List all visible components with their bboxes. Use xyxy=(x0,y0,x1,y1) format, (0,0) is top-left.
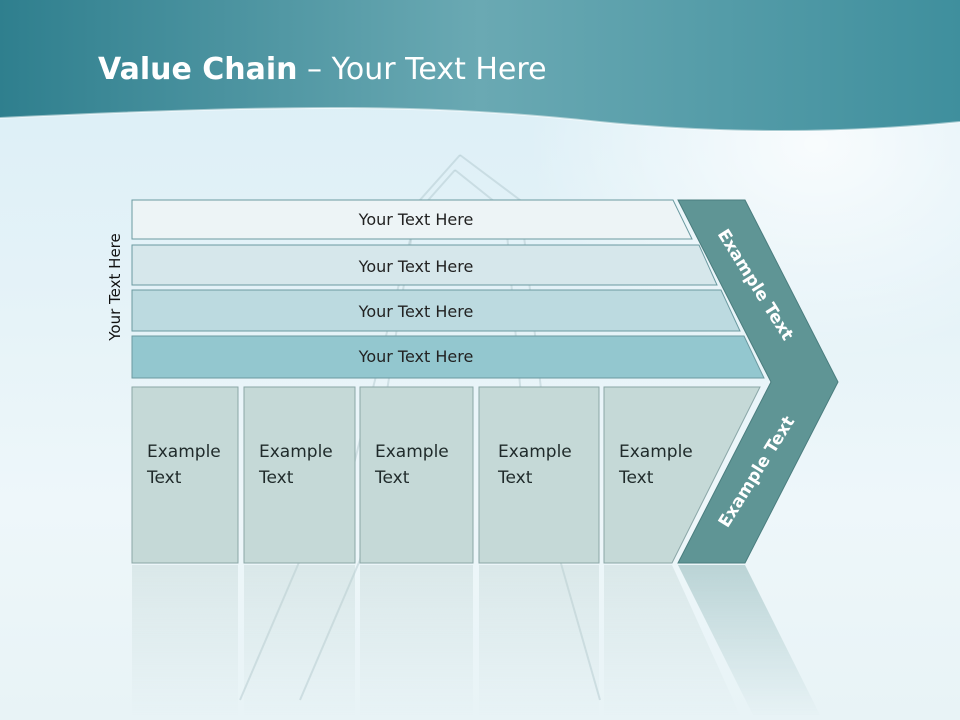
column-4-line-2: Text xyxy=(498,468,533,488)
column-text-1: Example Text xyxy=(132,387,238,563)
column-text-2: Example Text xyxy=(244,387,355,563)
side-label: Your Text Here xyxy=(106,233,124,341)
column-1-line-2: Text xyxy=(147,468,182,488)
row-bar-3 xyxy=(131,289,741,332)
column-box-2 xyxy=(243,386,356,564)
column-box-4 xyxy=(478,386,600,564)
row-label-4: Your Text Here xyxy=(358,346,474,366)
row-bar-4 xyxy=(131,335,765,379)
column-2-line-2: Text xyxy=(259,468,294,488)
row-bar-1 xyxy=(131,199,693,240)
title-rest: – Your Text Here xyxy=(297,52,547,87)
column-box-5 xyxy=(603,386,761,564)
slide-title: Value Chain – Your Text Here xyxy=(98,52,547,87)
row-label-2: Your Text Here xyxy=(358,256,474,276)
column-box-1 xyxy=(131,386,239,564)
column-text-4: Example Text xyxy=(483,387,599,563)
chevron-arrow xyxy=(677,199,839,564)
column-4-line-1: Example xyxy=(498,442,572,462)
row-bar-2 xyxy=(131,244,718,286)
row-label-1: Your Text Here xyxy=(358,209,474,229)
column-5-line-1: Example xyxy=(619,442,693,462)
column-text-5: Example Text xyxy=(604,387,724,563)
column-text-3: Example Text xyxy=(360,387,473,563)
column-1-line-1: Example xyxy=(147,442,221,462)
column-3-line-2: Text xyxy=(375,468,410,488)
column-box-3 xyxy=(359,386,474,564)
title-bold: Value Chain xyxy=(98,52,298,87)
column-3-line-1: Example xyxy=(375,442,449,462)
column-5-line-2: Text xyxy=(619,468,654,488)
column-2-line-1: Example xyxy=(259,442,333,462)
row-label-3: Your Text Here xyxy=(358,301,474,321)
